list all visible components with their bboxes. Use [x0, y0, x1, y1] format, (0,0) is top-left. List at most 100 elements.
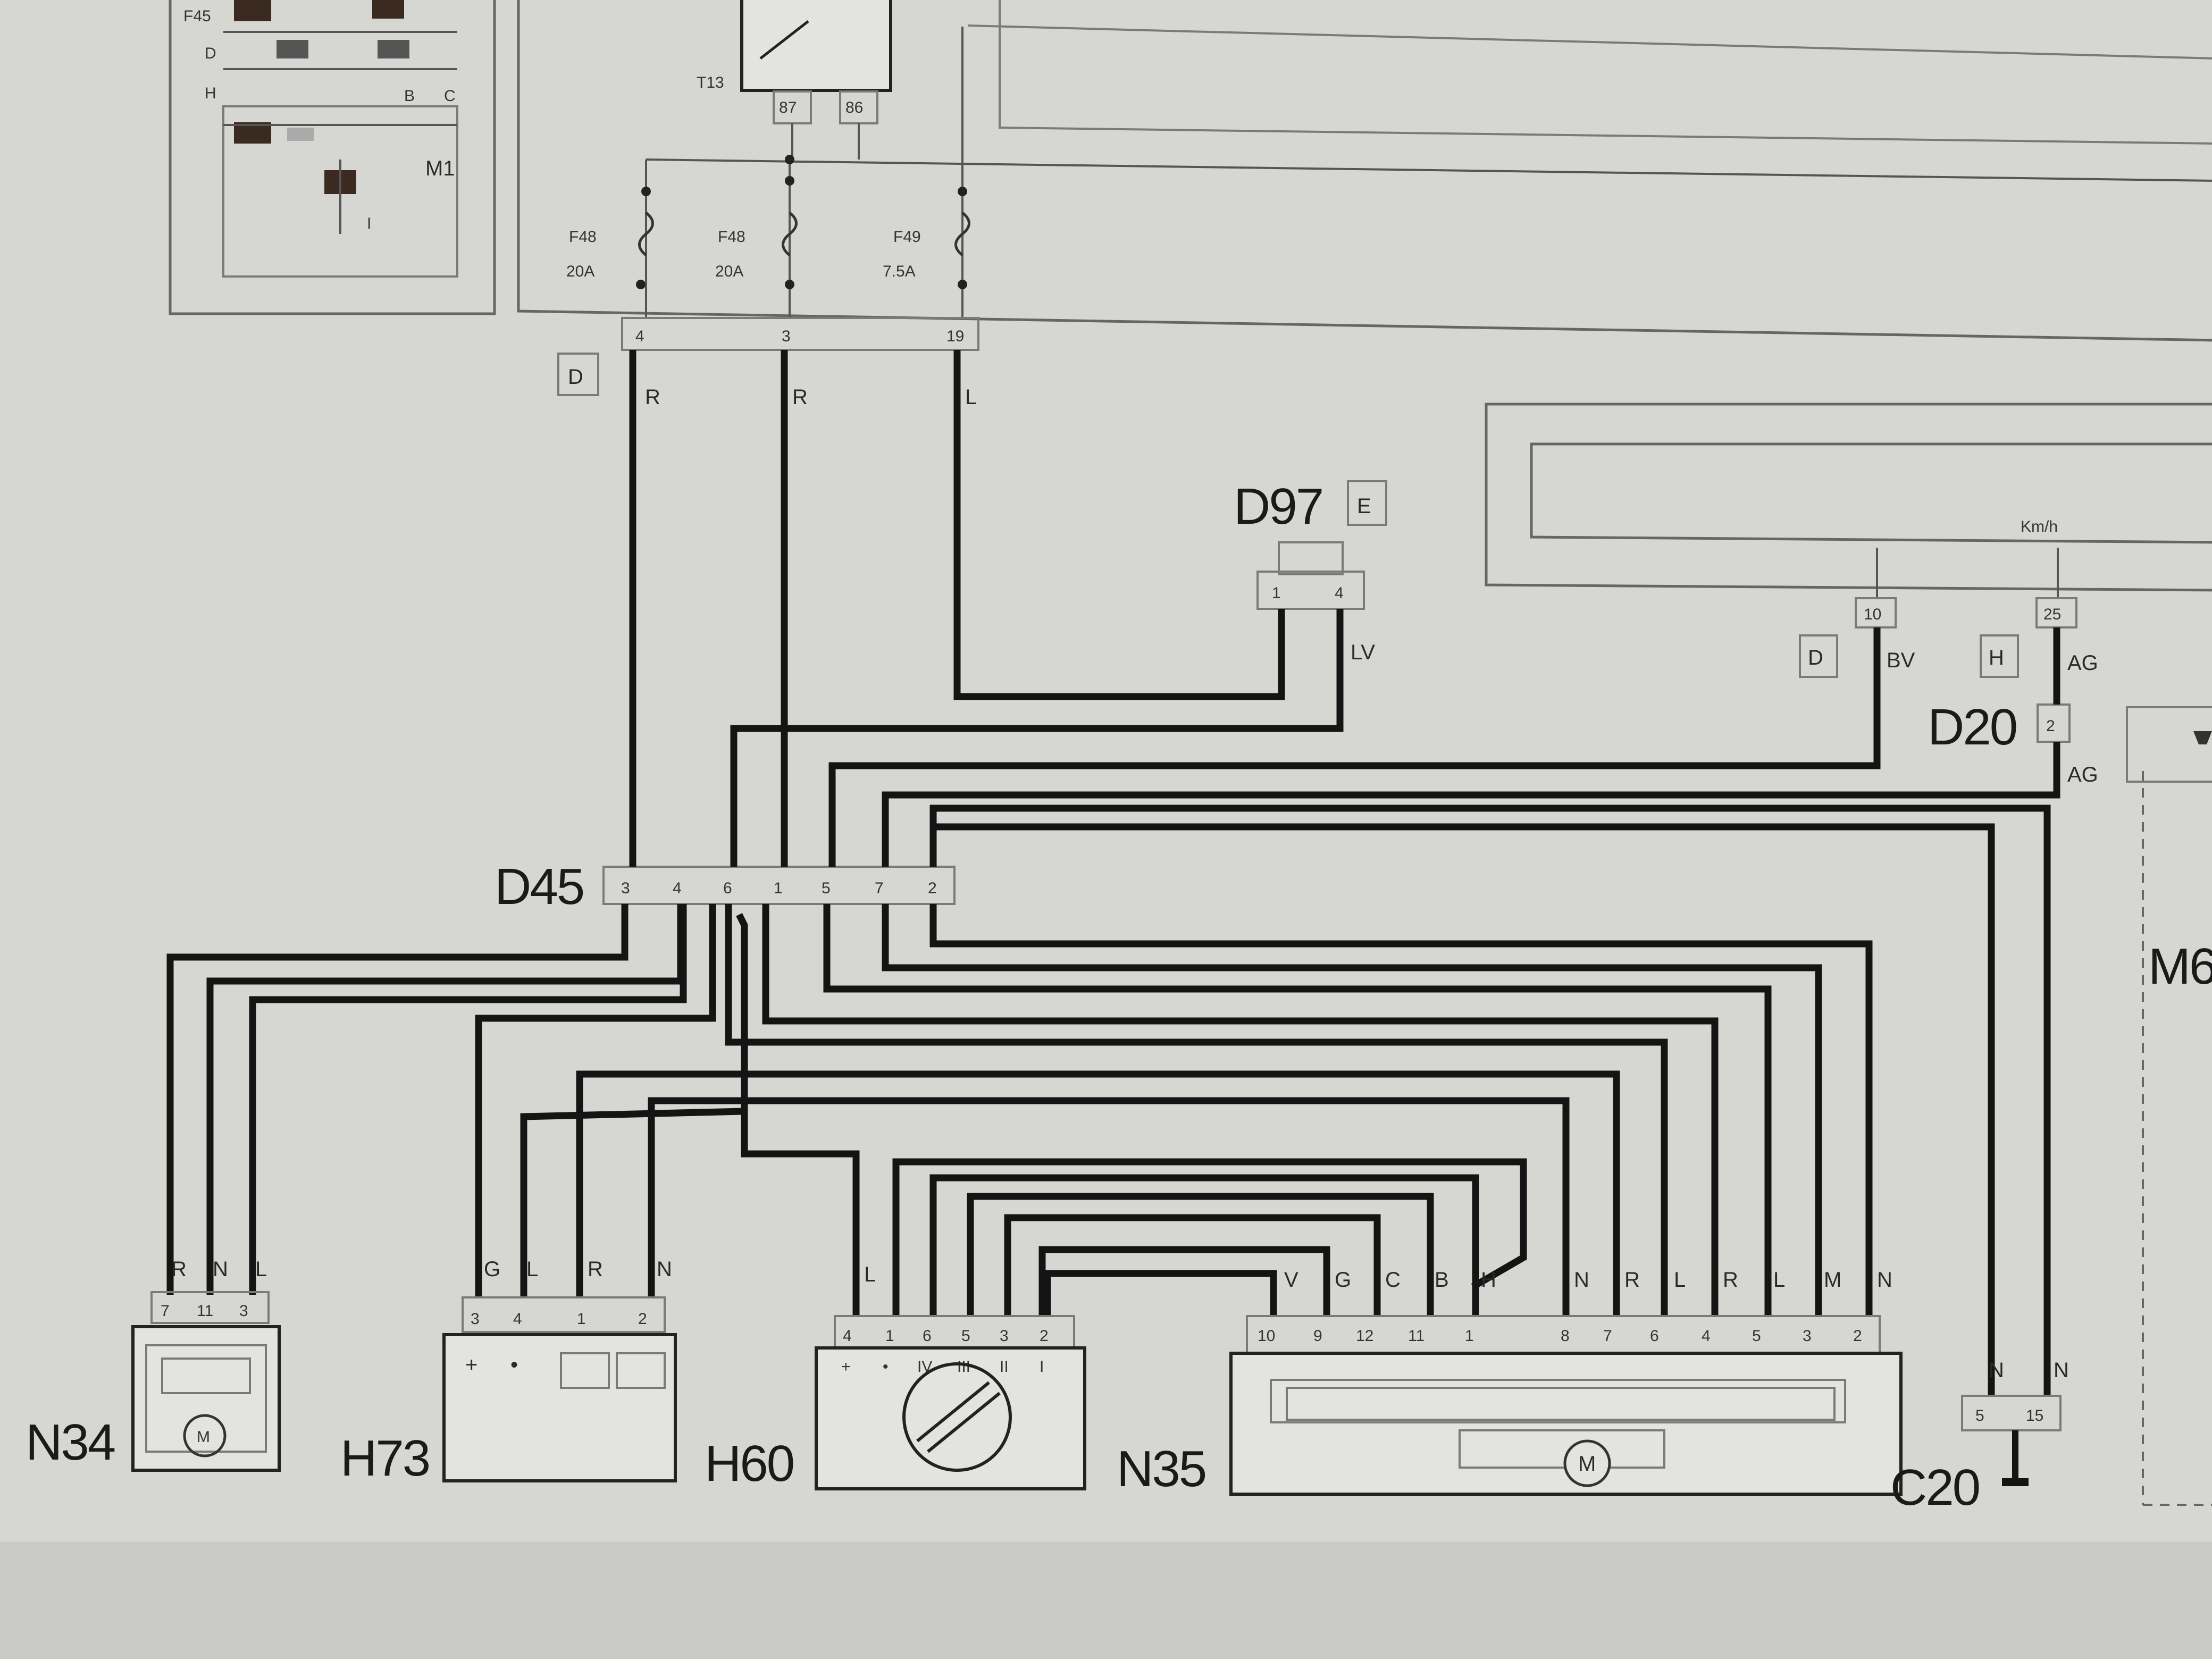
n34-pin-3: 3: [239, 1302, 248, 1320]
svg-text:R: R: [1624, 1268, 1640, 1292]
wire-code-ag1: AG: [2067, 651, 2098, 675]
d45-pin-6: 6: [723, 879, 732, 897]
svg-text:F48: F48: [718, 228, 745, 246]
component-c20: N N 5 15 C20: [1890, 1359, 2069, 1516]
fusebox-pin-3: 3: [782, 328, 791, 345]
n35-pin-3: 3: [1803, 1327, 1812, 1345]
svg-text:20A: 20A: [566, 263, 594, 280]
h73-pin-2: 2: [638, 1310, 647, 1328]
n35-pin-8: 8: [1561, 1327, 1570, 1345]
wire-code-lv: LV: [1351, 641, 1375, 664]
d45-label: D45: [495, 858, 583, 915]
n35-pin-1: 1: [1465, 1327, 1474, 1345]
component-h73: G L R N 3 4 1 2 + • H73: [340, 1258, 677, 1487]
d97-label: D97: [1234, 478, 1322, 535]
n35-motor: M: [1578, 1452, 1596, 1476]
cluster-tag-h: H: [1989, 646, 2004, 669]
n35-pin-4: 4: [1702, 1327, 1711, 1345]
n35-pin-10: 10: [1258, 1327, 1275, 1345]
svg-text:+: +: [841, 1358, 851, 1376]
svg-text:L: L: [1773, 1268, 1785, 1292]
speed-unit: Km/h: [2021, 518, 2058, 535]
c20-pin-5: 5: [1975, 1407, 1984, 1425]
fusebox-pin-19: 19: [946, 328, 964, 345]
n34-label: N34: [26, 1414, 115, 1471]
wire-code-l: L: [965, 386, 977, 409]
d97-pin-1: 1: [1272, 584, 1281, 602]
fuse-f49: F49 7.5A: [883, 212, 970, 280]
fusebox-pin-4: 4: [635, 328, 644, 345]
svg-text:G: G: [484, 1258, 500, 1281]
d20-label: D20: [1928, 699, 2016, 756]
h73-label: H73: [340, 1430, 429, 1487]
connector-d97: D97 E 1 4: [1234, 478, 1387, 610]
d45-pin-1: 1: [774, 879, 783, 897]
cluster-tag-d: D: [1808, 646, 1823, 669]
wire-code-r2: R: [792, 386, 808, 409]
fuse-f48-b: F48 20A: [715, 212, 798, 280]
h60-pin-4: 4: [843, 1327, 852, 1345]
h60-pin-5: 5: [961, 1327, 970, 1345]
svg-text:M: M: [1824, 1268, 1841, 1292]
inset-panel: F45 D B C H M1 I: [169, 0, 496, 315]
svg-text:M: M: [197, 1428, 210, 1446]
d45-pin-7: 7: [875, 879, 884, 897]
svg-text:F48: F48: [569, 228, 597, 246]
svg-text:20A: 20A: [715, 263, 743, 280]
c20-pin-15: 15: [2026, 1407, 2043, 1425]
h60-pin-1: 1: [885, 1327, 894, 1345]
inset-label-i: I: [367, 215, 371, 232]
svg-text:N: N: [2054, 1359, 2069, 1382]
svg-text:I: I: [1040, 1358, 1044, 1376]
svg-text:N: N: [657, 1258, 672, 1281]
d45-pin-3: 3: [621, 879, 630, 897]
m6-label: M6: [2148, 938, 2212, 995]
fusebox-tag-d: D: [568, 365, 583, 389]
svg-text:N: N: [1989, 1359, 2004, 1382]
d45-pin-5: 5: [822, 879, 831, 897]
component-h60: L 4 1 6 5 3 2 + • IV III II I H60: [705, 1263, 1086, 1492]
wire-code-r1: R: [645, 386, 660, 409]
d97-pin-4: 4: [1335, 584, 1344, 602]
component-n35: V G C B H N R L R L M N 10 9 12 11 1 8 7…: [1117, 1268, 1903, 1497]
component-n34: R N L 7 11 3 M N34: [26, 1258, 281, 1472]
svg-text:R: R: [1723, 1268, 1738, 1292]
svg-text:C: C: [1385, 1268, 1401, 1292]
n35-pin-11: 11: [1408, 1327, 1425, 1345]
inset-label-f45: F45: [183, 7, 211, 25]
d45-pin-2: 2: [928, 879, 937, 897]
svg-text:F49: F49: [893, 228, 921, 246]
svg-text:R: R: [588, 1258, 603, 1281]
n35-label: N35: [1117, 1440, 1205, 1497]
h73-pin-3: 3: [471, 1310, 480, 1328]
connector-d20: D20 2: [1928, 699, 2071, 756]
svg-text:L: L: [526, 1258, 538, 1281]
d20-pin: 2: [2046, 717, 2055, 735]
relay-label: T13: [697, 74, 724, 91]
c20-label: C20: [1890, 1459, 1979, 1516]
svg-text:N: N: [213, 1258, 228, 1281]
cluster-pin-25: 25: [2043, 606, 2061, 623]
svg-text:L: L: [864, 1263, 876, 1286]
n34-pin-7: 7: [161, 1302, 170, 1320]
relay-t13: T13 87 86: [697, 0, 892, 160]
n35-pin-12: 12: [1356, 1327, 1373, 1345]
h60-pin-2: 2: [1040, 1327, 1049, 1345]
svg-text:III: III: [957, 1358, 970, 1376]
h73-pin-4: 4: [513, 1310, 522, 1328]
n35-pin-2: 2: [1853, 1327, 1862, 1345]
n35-pin-7: 7: [1603, 1327, 1612, 1345]
svg-text:N: N: [1574, 1268, 1589, 1292]
svg-text:R: R: [171, 1258, 187, 1281]
svg-text:+: +: [465, 1353, 477, 1377]
n34-pin-11: 11: [197, 1302, 213, 1320]
svg-text:N: N: [1877, 1268, 1892, 1292]
fuse-f48-a: F48 20A: [566, 212, 654, 280]
h60-label: H60: [705, 1435, 793, 1492]
h60-pin-3: 3: [1000, 1327, 1009, 1345]
h73-pin-1: 1: [577, 1310, 586, 1328]
h60-pin-6: 6: [923, 1327, 932, 1345]
svg-text:L: L: [1674, 1268, 1686, 1292]
svg-text:L: L: [255, 1258, 267, 1281]
